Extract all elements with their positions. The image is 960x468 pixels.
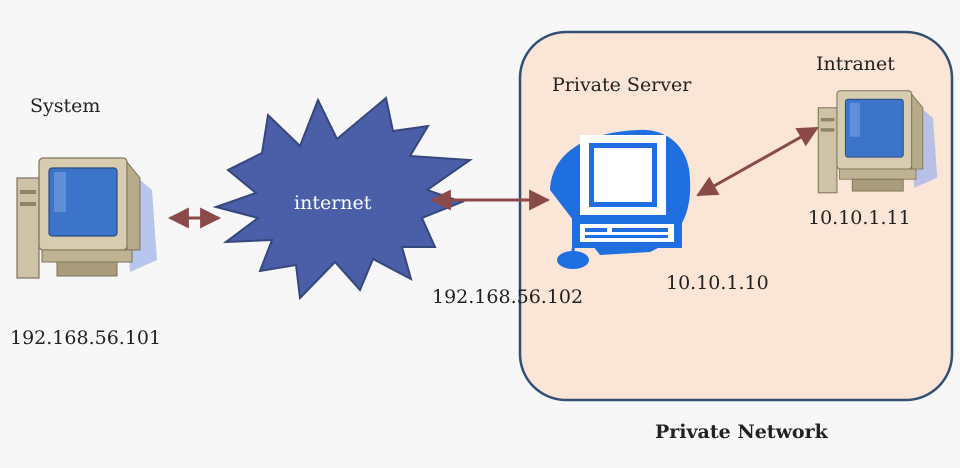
server-computer-icon	[550, 129, 691, 269]
intranet-label: Intranet	[816, 53, 895, 75]
private-server-label: Private Server	[552, 74, 692, 96]
system-ip-label: 192.168.56.101	[10, 327, 162, 349]
desktop-computer-icon	[16, 157, 157, 279]
arrow-server-intranet	[696, 126, 819, 197]
private-network-label: Private Network	[655, 421, 828, 443]
server-public-ip-label: 192.168.56.102	[432, 286, 584, 308]
internet-label: internet	[294, 192, 372, 214]
internet-cloud	[212, 96, 473, 301]
desktop-computer-icon	[817, 90, 938, 194]
intranet-ip-label: 10.10.1.11	[808, 207, 911, 229]
system-label: System	[30, 95, 101, 117]
server-private-ip-label: 10.10.1.10	[666, 272, 769, 294]
